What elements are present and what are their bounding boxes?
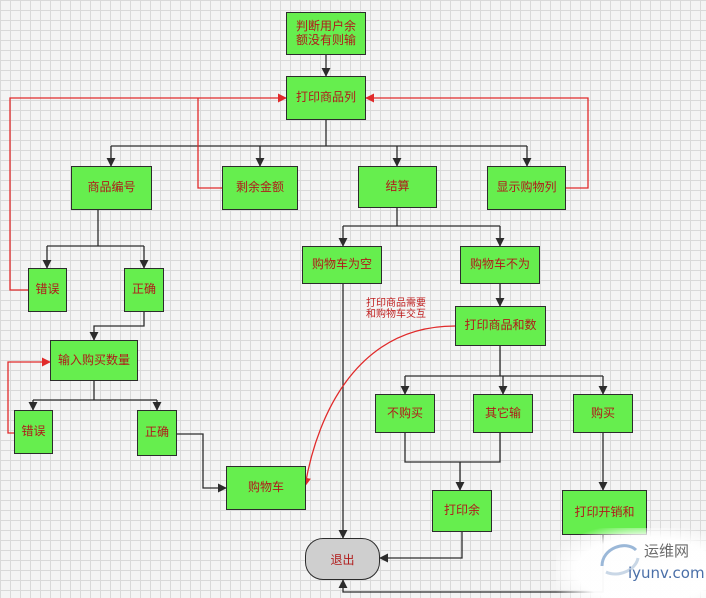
print-cost-node: 打印开销和	[562, 490, 647, 535]
edge-correct1-input	[89, 312, 145, 341]
edge-itemno-split	[47, 210, 144, 247]
edge-notbuy-merge	[404, 433, 501, 463]
cart-not-empty-node: 购物车不为	[460, 246, 540, 284]
cart-node: 购物车	[226, 466, 306, 510]
print-balance-node: 打印余	[432, 490, 492, 532]
checkout-node: 结算	[358, 166, 437, 208]
buy-node: 购买	[573, 394, 633, 433]
correct2-node: 正确	[137, 410, 177, 456]
watermark-en: iyunv.com	[628, 564, 705, 582]
back-edge-showcart-printlist	[365, 93, 589, 189]
remaining-node: 剩余金额	[222, 166, 298, 210]
not-buy-node: 不购买	[375, 394, 435, 433]
print-items-total-node: 打印商品和数	[455, 306, 546, 346]
back-edge-printitems-cart	[301, 325, 456, 487]
print-list-node: 打印商品列	[286, 76, 366, 120]
correct1-node: 正确	[124, 268, 164, 312]
edge-input-split	[33, 381, 157, 401]
error1-node: 错误	[28, 268, 67, 312]
edge-printbalance-exit	[379, 532, 463, 563]
edge-checkout-split	[343, 208, 500, 227]
edge-printitems-bus	[405, 346, 603, 377]
item-no-node: 商品编号	[71, 166, 152, 210]
edge-printlist-bus	[111, 120, 527, 147]
start-node: 判断用户余 额没有则输	[286, 12, 366, 55]
back-edge-error2-input	[7, 357, 51, 434]
error2-node: 错误	[14, 410, 53, 454]
swirl-logo-icon	[600, 544, 640, 576]
back-edge-remaining-printlist	[197, 98, 222, 189]
cart-empty-node: 购物车为空	[302, 246, 382, 284]
back-edge-error1-printlist	[9, 93, 287, 291]
interaction-note: 打印商品需要 和购物车交互	[366, 298, 426, 320]
site-watermark: 运维网 iyunv.com	[556, 528, 706, 598]
other-input-node: 其它输	[473, 394, 533, 433]
show-cart-node: 显示购物列	[487, 166, 566, 210]
watermark-cn: 运维网	[644, 542, 690, 560]
edge-correct2-cart	[177, 433, 227, 493]
input-qty-node: 输入购买数量	[50, 340, 138, 381]
exit-terminal: 退出	[305, 538, 380, 580]
